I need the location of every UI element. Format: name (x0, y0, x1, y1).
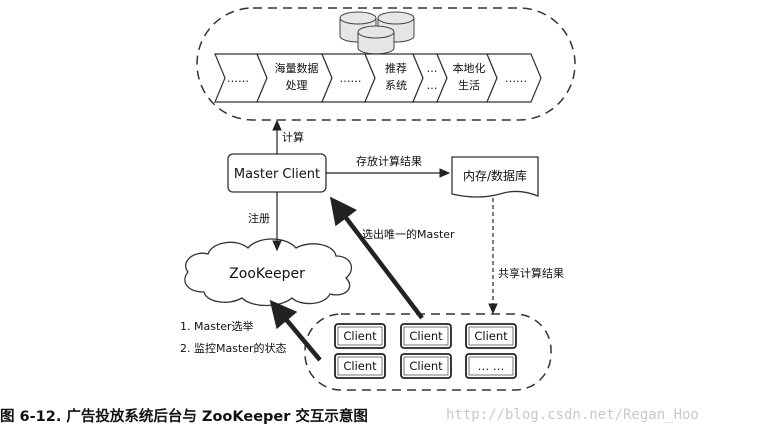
edge-share-results-label: 共享计算结果 (498, 266, 564, 280)
pipeline-stage-label: 生活 (458, 78, 480, 92)
client-box (465, 323, 517, 349)
clients-dashed-frame (304, 313, 552, 391)
edge-register-label: 注册 (248, 211, 270, 225)
client-label: Client (343, 329, 377, 343)
edge-elect-master (329, 196, 424, 320)
pipeline-stage-label: 推荐 (385, 61, 407, 75)
pipeline-group: ……海量数据处理……推荐系统……本地化生活…… (196, 7, 576, 121)
pipeline-stage-label: …… (505, 72, 527, 85)
zookeeper-label: ZooKeeper (229, 266, 305, 282)
master-client-label: Master Client (234, 167, 320, 182)
client-label: Client (409, 329, 443, 343)
client-box-inner (337, 356, 383, 376)
client-box-inner (468, 356, 514, 376)
storage-label: 内存/数据库 (463, 168, 527, 183)
pipeline-dashed-frame (196, 7, 576, 121)
client-box-inner (337, 326, 383, 346)
pipeline-stages: ……海量数据处理……推荐系统……本地化生活…… (214, 53, 542, 103)
client-label: Client (409, 359, 443, 373)
figure-caption: 图 6-12. 广告投放系统后台与 ZooKeeper 交互示意图 (0, 407, 368, 425)
watermark-url: http://blog.csdn.net/Regan_Hoo (446, 407, 699, 423)
client-label: Client (343, 359, 377, 373)
client-box-inner (468, 326, 514, 346)
edge-elect-master-label: 选出唯一的Master (362, 227, 455, 241)
pipeline-stage-label: …… (340, 72, 362, 85)
client-box (400, 323, 452, 349)
pipeline-stage-label: … (427, 79, 438, 92)
edge-compute-label: 计算 (282, 130, 304, 144)
storage-node (451, 156, 539, 198)
client-box (400, 353, 452, 379)
pipeline-stage-label: 海量数据 (275, 61, 319, 75)
pipeline-stage-label: … (427, 62, 438, 75)
client-label: … … (478, 359, 505, 373)
zookeeper-cloud (184, 238, 353, 307)
pipeline-stage (486, 53, 542, 103)
client-box-inner (403, 326, 449, 346)
pipeline-stage-label: 处理 (286, 79, 308, 92)
edge-zk-coordination (269, 299, 322, 362)
edge-zk-step1-label: 1. Master选举 (180, 319, 254, 333)
client-box-inner (403, 356, 449, 376)
client-box (465, 353, 517, 379)
client-box (334, 353, 386, 379)
database-icon (339, 11, 415, 55)
pipeline-stage-label: 系统 (385, 79, 407, 92)
edge-zk-step2-label: 2. 监控Master的状态 (180, 341, 287, 355)
client-box (334, 323, 386, 349)
edge-store-results-label: 存放计算结果 (356, 154, 422, 168)
pipeline-stage-label: 本地化 (453, 61, 486, 75)
client-label: Client (474, 329, 508, 343)
pipeline-stage-label: …… (227, 72, 249, 85)
